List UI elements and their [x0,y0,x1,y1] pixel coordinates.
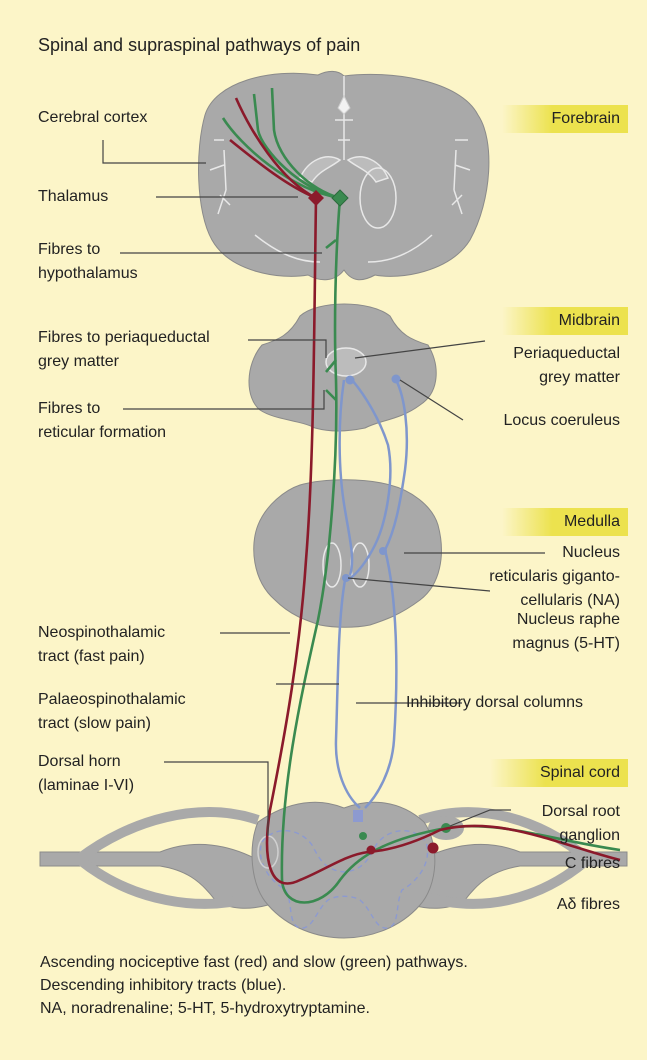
label-dorsal-root-ganglion: Dorsal root ganglion [542,800,620,848]
label-dorsal-horn: Dorsal horn (laminae I-VI) [38,750,134,798]
label-neospinothalamic: Neospinothalamic tract (fast pain) [38,621,165,669]
region-tag-forebrain: Forebrain [502,105,628,133]
region-tag-spinal-cord: Spinal cord [490,759,628,787]
caption-line-1: Ascending nociceptive fast (red) and slo… [40,951,640,974]
label-a-delta-fibres: Aδ fibres [557,893,620,917]
caption-line-3: NA, noradrenaline; 5-HT, 5-hydroxytrypta… [40,997,640,1020]
forebrain-section [199,71,489,279]
label-fibres-pag: Fibres to periaqueductal grey matter [38,326,210,374]
label-locus-coeruleus: Locus coeruleus [503,409,620,433]
label-palaeospinothalamic: Palaeospinothalamic tract (slow pain) [38,688,186,736]
caption-line-2: Descending inhibitory tracts (blue). [40,974,640,997]
spinal-cord-section [40,802,627,938]
label-thalamus: Thalamus [38,185,108,209]
label-nrgc: Nucleus reticularis giganto- cellularis … [489,541,620,613]
label-c-fibres: C fibres [565,852,620,876]
figure-caption: Ascending nociceptive fast (red) and slo… [40,951,640,1020]
label-cerebral-cortex: Cerebral cortex [38,106,147,130]
label-pag: Periaqueductal grey matter [513,342,620,390]
region-tag-midbrain: Midbrain [502,307,628,335]
region-tag-medulla: Medulla [502,508,628,536]
label-fibres-hypothalamus: Fibres to hypothalamus [38,238,138,286]
label-nrm: Nucleus raphe magnus (5-HT) [512,608,620,656]
label-inhibitory-dorsal: Inhibitory dorsal columns [406,691,583,715]
label-fibres-reticular: Fibres to reticular formation [38,397,166,445]
